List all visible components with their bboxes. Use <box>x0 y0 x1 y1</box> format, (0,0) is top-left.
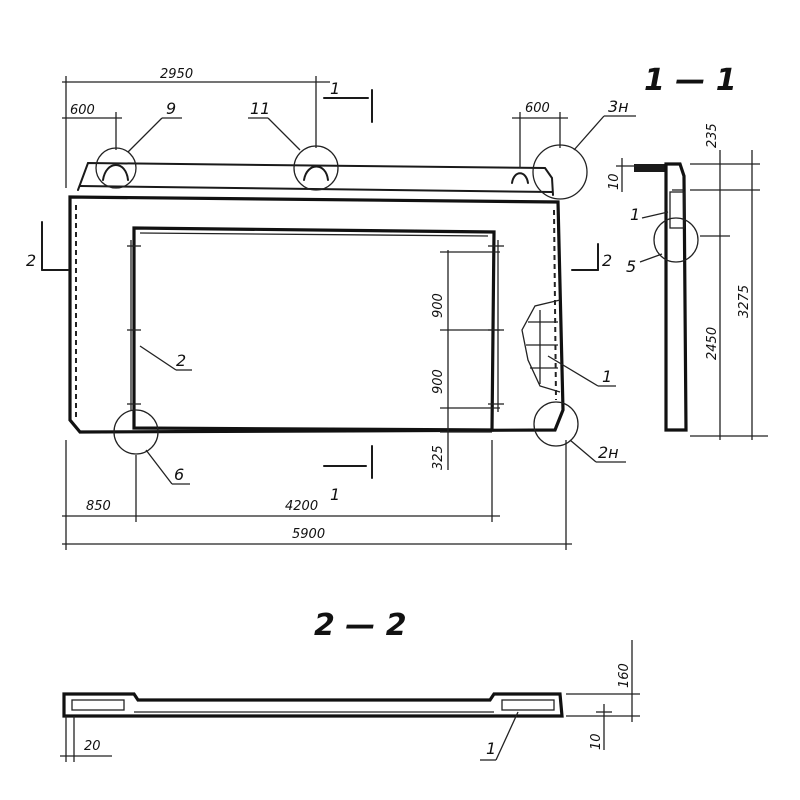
callout-11: 11 <box>250 99 270 118</box>
section-2-2: 2 — 2 160 10 20 1 <box>60 608 640 762</box>
detail-circle-6 <box>113 409 159 455</box>
callout-1-bottom: 1 <box>486 739 496 758</box>
callout-1-right: 1 <box>602 367 612 386</box>
dim-900-lower: 900 <box>431 369 446 394</box>
dim-325: 325 <box>431 445 446 470</box>
plan-dimensions: 2950 600 600 900 900 325 850 4200 5900 <box>62 67 572 550</box>
detail-circle-3n <box>532 144 588 200</box>
callout-9: 9 <box>166 99 176 118</box>
section-1-1-title: 1 — 1 <box>644 63 737 98</box>
dim-20: 20 <box>84 739 101 754</box>
dim-600-left: 600 <box>70 103 95 118</box>
dim-4200: 4200 <box>285 499 318 514</box>
detail-circle-5 <box>653 217 699 263</box>
dim-900-upper: 900 <box>431 293 446 318</box>
dim-600-right: 600 <box>525 101 550 116</box>
detail-circle-11 <box>293 145 339 191</box>
callout-3n: 3н <box>608 97 629 116</box>
section-1-1: 1 — 1 235 2450 3275 10 1 5 <box>607 63 768 440</box>
cut-2-left: 2 <box>26 251 36 270</box>
dim-2450: 2450 <box>705 327 720 360</box>
dim-235: 235 <box>705 123 720 148</box>
callout-1-side: 1 <box>630 205 640 224</box>
dim-2950: 2950 <box>160 67 193 82</box>
section-2-2-title: 2 — 2 <box>314 608 407 643</box>
detail-circle-2n <box>533 401 579 447</box>
cut-1-top: 1 <box>330 79 340 98</box>
dim-850: 850 <box>86 499 111 514</box>
cut-1-bottom: 1 <box>330 485 340 504</box>
dim-3275: 3275 <box>737 285 752 318</box>
plan-view <box>68 161 565 434</box>
callout-2n: 2н <box>598 443 619 462</box>
dim-10-side: 10 <box>607 173 622 190</box>
dim-160: 160 <box>617 663 632 688</box>
dim-5900: 5900 <box>292 527 325 542</box>
cut-2-right: 2 <box>602 251 612 270</box>
callout-2: 2 <box>176 351 186 370</box>
section-cut-marks: 1 1 2 2 <box>26 79 612 504</box>
callout-5: 5 <box>626 257 636 276</box>
callout-leaders: 9 11 3н 2 1 2н 6 <box>127 97 636 485</box>
detail-circle-9 <box>95 147 137 189</box>
callout-6: 6 <box>174 465 184 484</box>
dim-10-bottom: 10 <box>589 733 604 750</box>
